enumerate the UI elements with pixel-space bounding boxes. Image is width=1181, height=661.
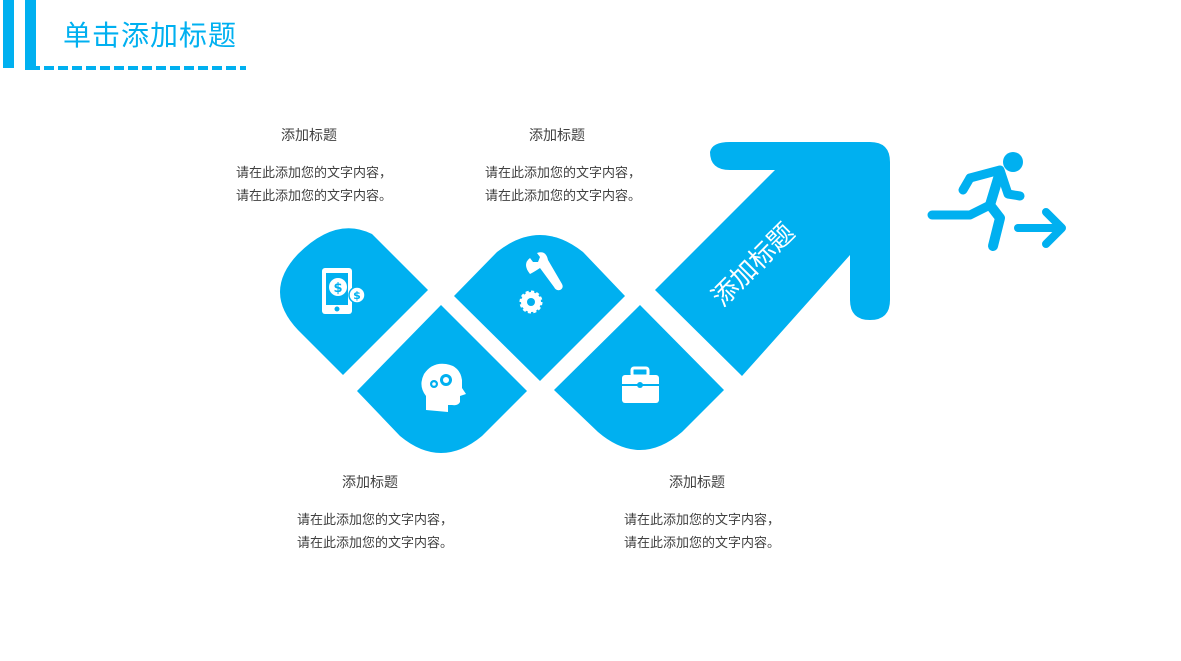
block-text-line2[interactable]: 请在此添加您的文字内容。 xyxy=(485,189,642,204)
briefcase-icon xyxy=(622,366,659,403)
block-title[interactable]: 添加标题 xyxy=(342,475,398,491)
growth-arrow[interactable] xyxy=(655,142,890,376)
block-text-line2[interactable]: 请在此添加您的文字内容。 xyxy=(297,536,454,551)
header-bar-left xyxy=(3,0,14,68)
svg-text:$: $ xyxy=(333,281,342,296)
block-title[interactable]: 添加标题 xyxy=(529,128,585,144)
block-text-line1[interactable]: 请在此添加您的文字内容， xyxy=(624,513,781,528)
header-bar-right xyxy=(25,0,36,70)
block-text-line1[interactable]: 请在此添加您的文字内容， xyxy=(485,166,642,181)
block-title[interactable]: 添加标题 xyxy=(281,128,337,144)
block-text-line2[interactable]: 请在此添加您的文字内容。 xyxy=(236,189,393,204)
running-man-exit-icon[interactable] xyxy=(927,152,1066,251)
head-gears-icon xyxy=(421,363,466,412)
page-title[interactable]: 单击添加标题 xyxy=(63,19,238,52)
block-text-line1[interactable]: 请在此添加您的文字内容， xyxy=(297,513,454,528)
block-text-line1[interactable]: 请在此添加您的文字内容， xyxy=(236,166,393,181)
block-title[interactable]: 添加标题 xyxy=(669,475,725,491)
header-dashed-underline xyxy=(30,66,246,70)
block-text-line2[interactable]: 请在此添加您的文字内容。 xyxy=(624,536,781,551)
wrench-gear-icon xyxy=(519,252,563,314)
mobile-payment-icon: $ $ xyxy=(322,268,366,314)
svg-text:$: $ xyxy=(353,289,361,302)
